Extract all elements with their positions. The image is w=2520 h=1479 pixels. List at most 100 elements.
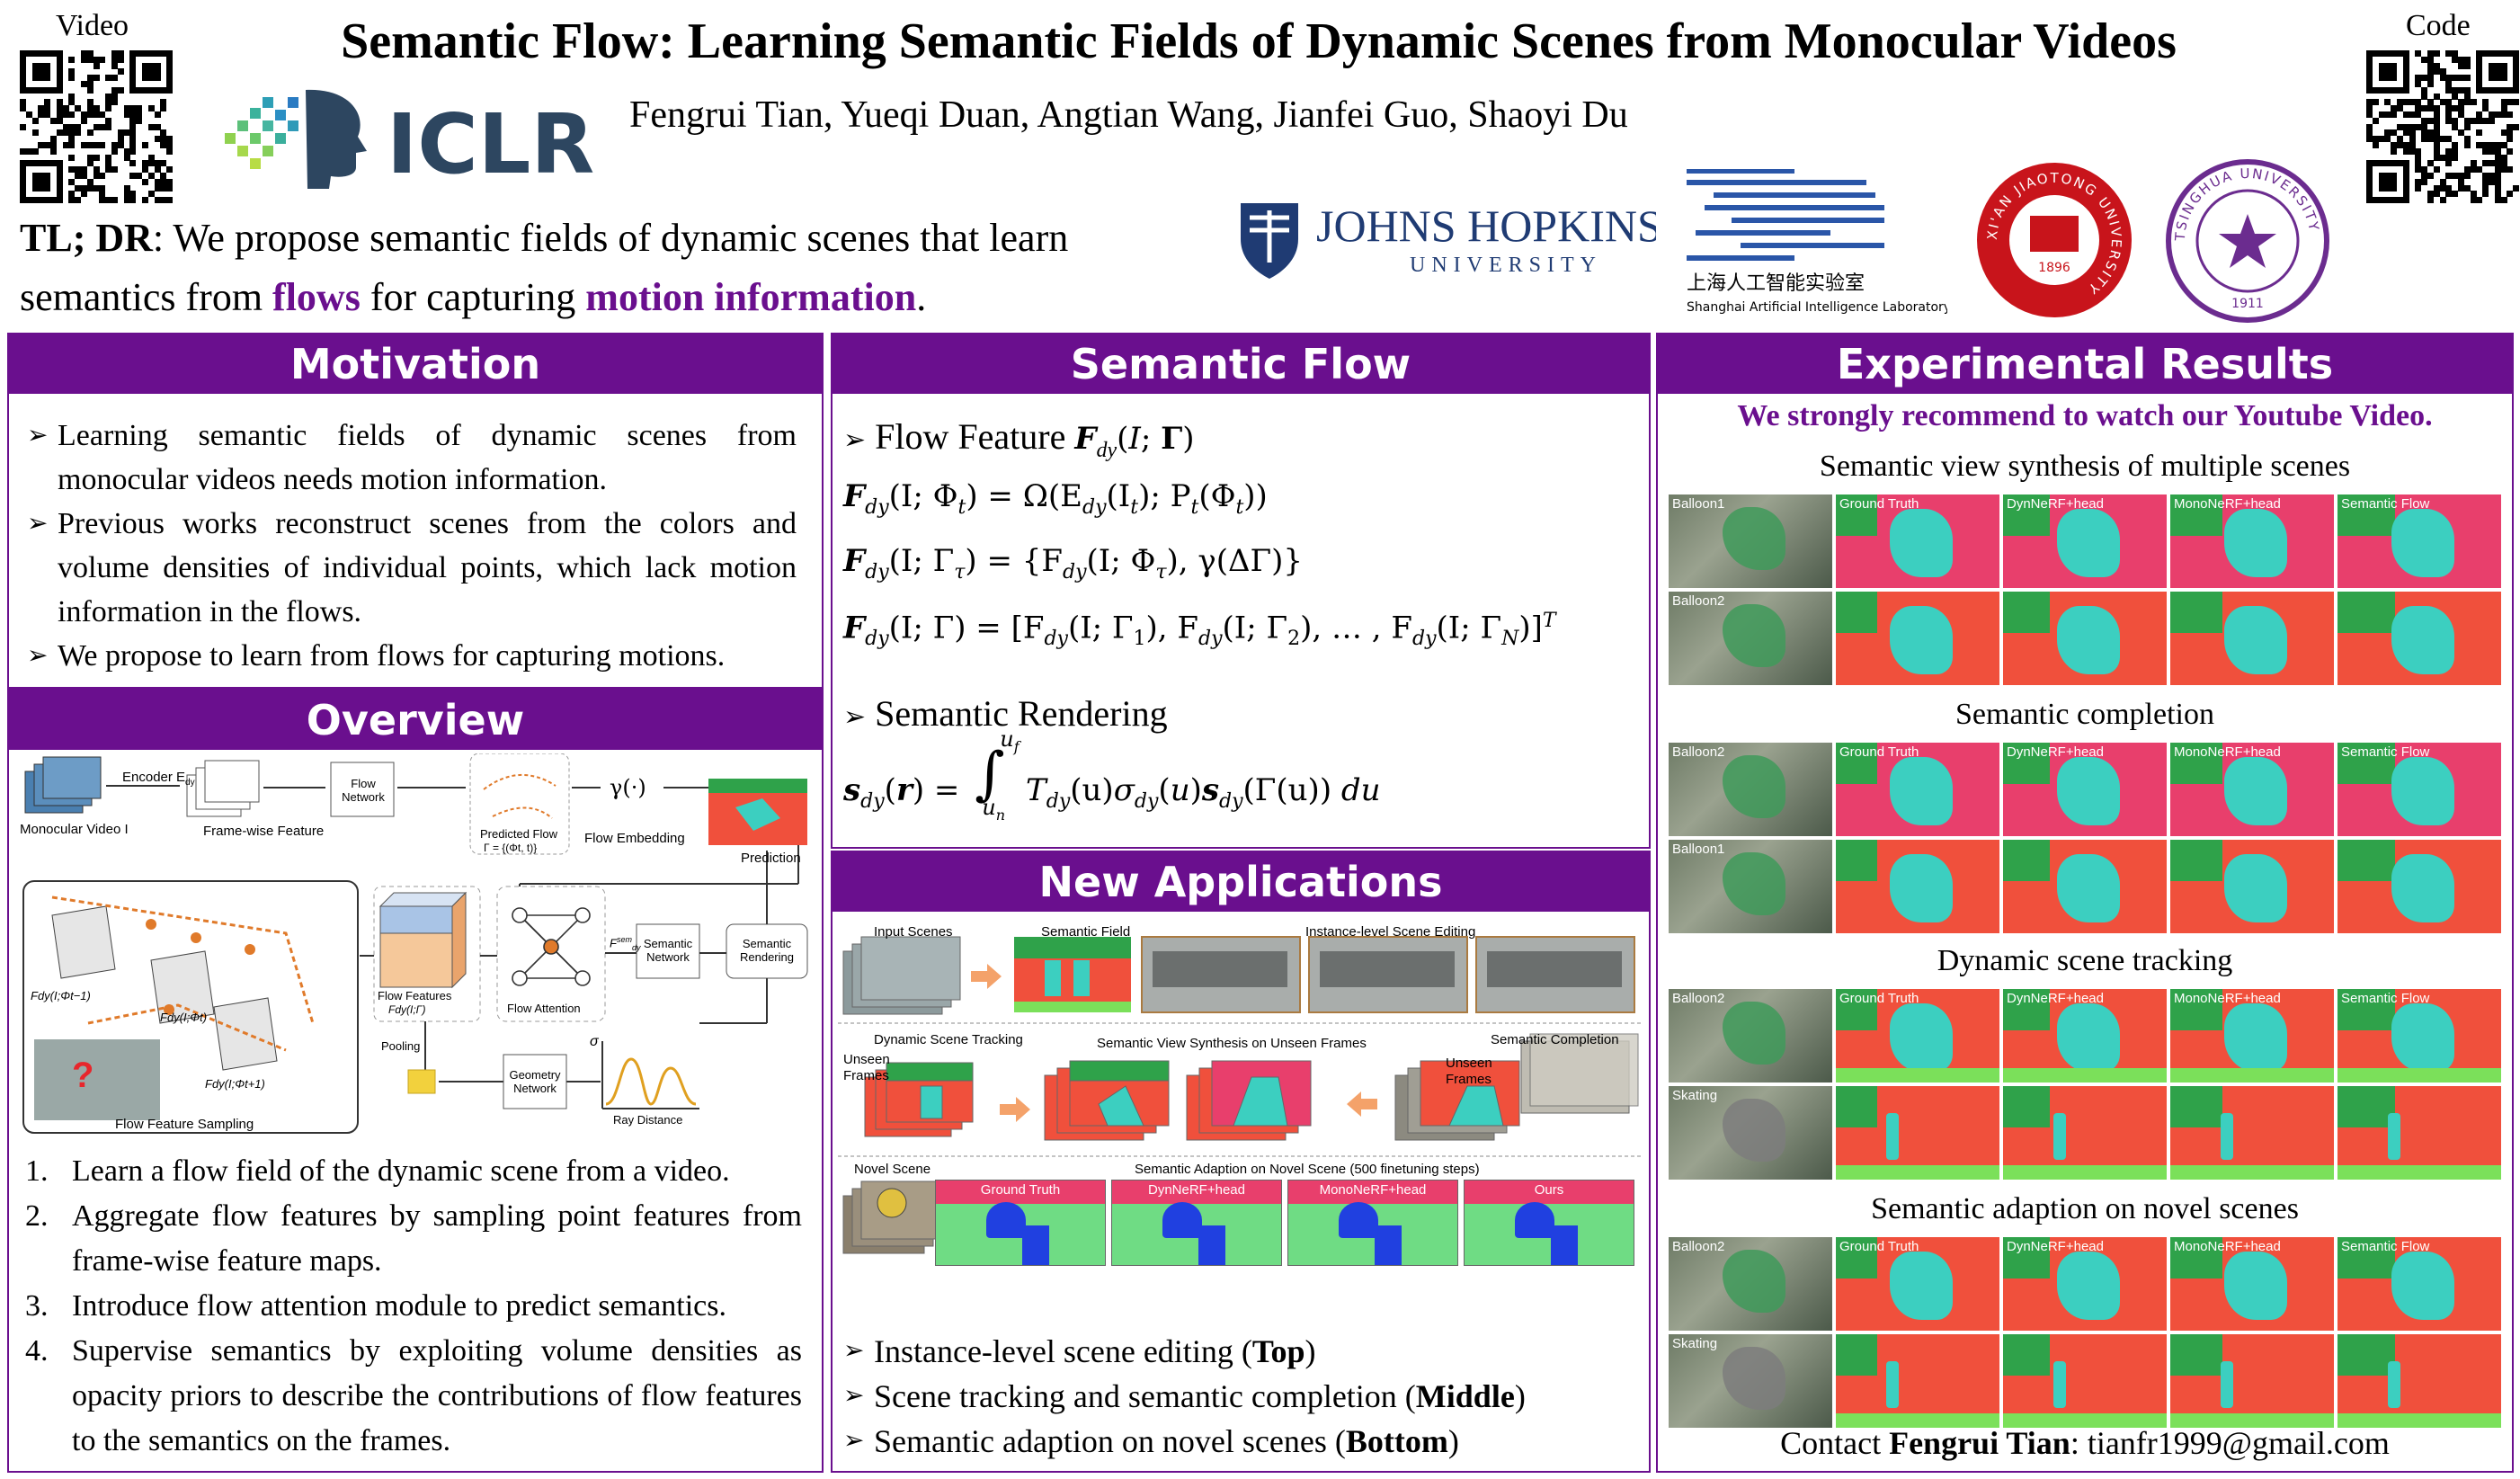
row-label: Balloon2 [1672, 593, 1725, 609]
seg-region [1836, 1237, 1877, 1279]
balloon-shape [1723, 1347, 1785, 1410]
column-label: MonoNeRF+head [2174, 496, 2281, 512]
semantic-rendering-item: ➢ Semantic Rendering [843, 693, 1168, 734]
label-f-curr: Fdy(I;Φt) [160, 1011, 208, 1024]
segmentation-tile [1836, 1334, 1999, 1428]
input-frame-tile: Balloon2 [1669, 1237, 1832, 1331]
flow-network-box [330, 762, 395, 817]
row-label: Balloon2 [1672, 991, 1725, 1006]
segmentation-tile [1836, 840, 1999, 933]
segmentation-tile: Semantic Flow [2337, 743, 2501, 836]
balloon-shape [1723, 604, 1785, 667]
results-grid: Semantic view synthesis of multiple scen… [1658, 334, 2512, 1467]
seg-region [2003, 989, 2050, 1030]
label-unseen-frames: Unseen Frames [843, 1052, 890, 1083]
tsinghua-seal: TSINGHUA UNIVERSITY 1911 [2165, 158, 2330, 324]
tldr-motion: motion information [585, 275, 917, 319]
seg-region [2170, 494, 2222, 536]
column-label: Ground Truth [1839, 744, 1919, 760]
seg-ground [2337, 1165, 2501, 1180]
seg-object [2053, 1113, 2066, 1160]
youtube-recommendation[interactable]: We strongly recommend to watch our Youtu… [1737, 399, 2433, 432]
arrow-left-icon [1347, 1091, 1377, 1117]
balloon-shape [1723, 1250, 1785, 1313]
seg-umbrella [1339, 1202, 1378, 1238]
seg-region [2170, 1334, 2222, 1376]
seg-object [1886, 1361, 1899, 1408]
adaption-column-label: DynNeRF+head [1148, 1182, 1245, 1198]
column-label: Semantic Flow [2341, 496, 2430, 512]
seg-sky [1112, 1181, 1281, 1204]
seg-region [2003, 494, 2050, 536]
applications-bullet: Scene tracking and semantic completion (… [840, 1374, 1631, 1419]
code-qr-code[interactable] [2366, 50, 2520, 204]
segmentation-tile: DynNeRF+head [2003, 1237, 2167, 1331]
label-semantic-field: Semantic Field [1041, 924, 1131, 940]
segmentation-tile [2003, 840, 2167, 933]
video-label: Video [56, 9, 129, 42]
segmentation-tile: DynNeRF+head [2003, 494, 2167, 588]
attention-graph-icon [512, 907, 591, 986]
seg-region [1836, 840, 1877, 881]
seg-region [1836, 1334, 1877, 1376]
seg-object [2224, 854, 2287, 922]
seg-region [2337, 989, 2395, 1030]
column-label: DynNeRF+head [2007, 744, 2104, 760]
author-list: Fengrui Tian, Yueqi Duan, Angtian Wang, … [629, 94, 1628, 136]
seg-object [2057, 757, 2120, 825]
experimental-results-heading: Experimental Results [1658, 334, 2512, 394]
seg-object [2057, 854, 2120, 922]
seg-region [2337, 1334, 2395, 1376]
label-predicted-flow-set: Γ = {(Φt, t)} [484, 842, 538, 854]
seg-region [1836, 1086, 1877, 1127]
seg-region [2337, 494, 2395, 536]
video-qr-code[interactable] [20, 50, 174, 204]
density-curve [605, 1057, 697, 1106]
segmentation-tile [2170, 1334, 2334, 1428]
seg-person [1375, 1225, 1402, 1265]
label-flow-embedding: Flow Embedding [584, 831, 685, 846]
label-ray-distance: Ray Distance [613, 1113, 683, 1127]
seg-ground [1836, 1068, 1999, 1083]
segmentation-tile [2170, 1086, 2334, 1180]
label-geometry-network: Geometry Network [509, 1068, 561, 1095]
seg-person [1022, 1225, 1049, 1265]
seg-ground [2003, 1165, 2167, 1180]
arrow-right-icon [1000, 1097, 1030, 1122]
seg-object [1890, 509, 1953, 577]
adaption-result-tile: DynNeRF+head [1111, 1180, 1282, 1266]
segmentation-tile: MonoNeRF+head [2170, 743, 2334, 836]
label-flow-network: Flow Network [342, 777, 385, 804]
segmentation-tile [2170, 840, 2334, 933]
label-predicted-flow: Predicted Flow [480, 827, 557, 841]
seg-object [2388, 1361, 2400, 1408]
segmentation-tile [2170, 592, 2334, 685]
seg-ground [2170, 1413, 2334, 1428]
seg-region [2003, 743, 2050, 784]
column-label: Semantic Flow [2341, 991, 2430, 1006]
seg-object [2221, 1113, 2233, 1160]
seg-object [2057, 1252, 2120, 1320]
column-label: Ground Truth [1839, 496, 1919, 512]
segmentation-tile: Semantic Flow [2337, 1237, 2501, 1331]
label-flow-features: Flow Features [378, 989, 452, 1002]
column-label: DynNeRF+head [2007, 496, 2104, 512]
column-label: MonoNeRF+head [2174, 1239, 2281, 1254]
overview-step: 3.Introduce flow attention module to pre… [25, 1289, 726, 1323]
overview-step: 1.Learn a flow field of the dynamic scen… [25, 1154, 730, 1188]
seg-region [1836, 592, 1877, 633]
contact-email[interactable]: tianfr1999@gmail.com [2087, 1425, 2390, 1461]
motivation-bullet: Previous works reconstruct scenes from t… [23, 502, 797, 634]
scene-thumbnail [34, 1039, 160, 1120]
svg-text:Shanghai Artificial Intelligen: Shanghai Artificial Intelligence Laborat… [1687, 300, 1947, 315]
segmentation-tile: Semantic Flow [2337, 494, 2501, 588]
label-adaption-title: Semantic Adaption on Novel Scene (500 fi… [1135, 1162, 1480, 1177]
seg-ground [2170, 1068, 2334, 1083]
label-sigma: σ [590, 1034, 599, 1049]
overview-steps: 1.Learn a flow field of the dynamic scen… [9, 1149, 815, 1464]
segmentation-tile [1836, 592, 1999, 685]
segmentation-tile: MonoNeRF+head [2170, 1237, 2334, 1331]
feature-cube-icon [378, 891, 467, 989]
segmentation-tile: Ground Truth [1836, 1237, 1999, 1331]
column-label: DynNeRF+head [2007, 1239, 2104, 1254]
